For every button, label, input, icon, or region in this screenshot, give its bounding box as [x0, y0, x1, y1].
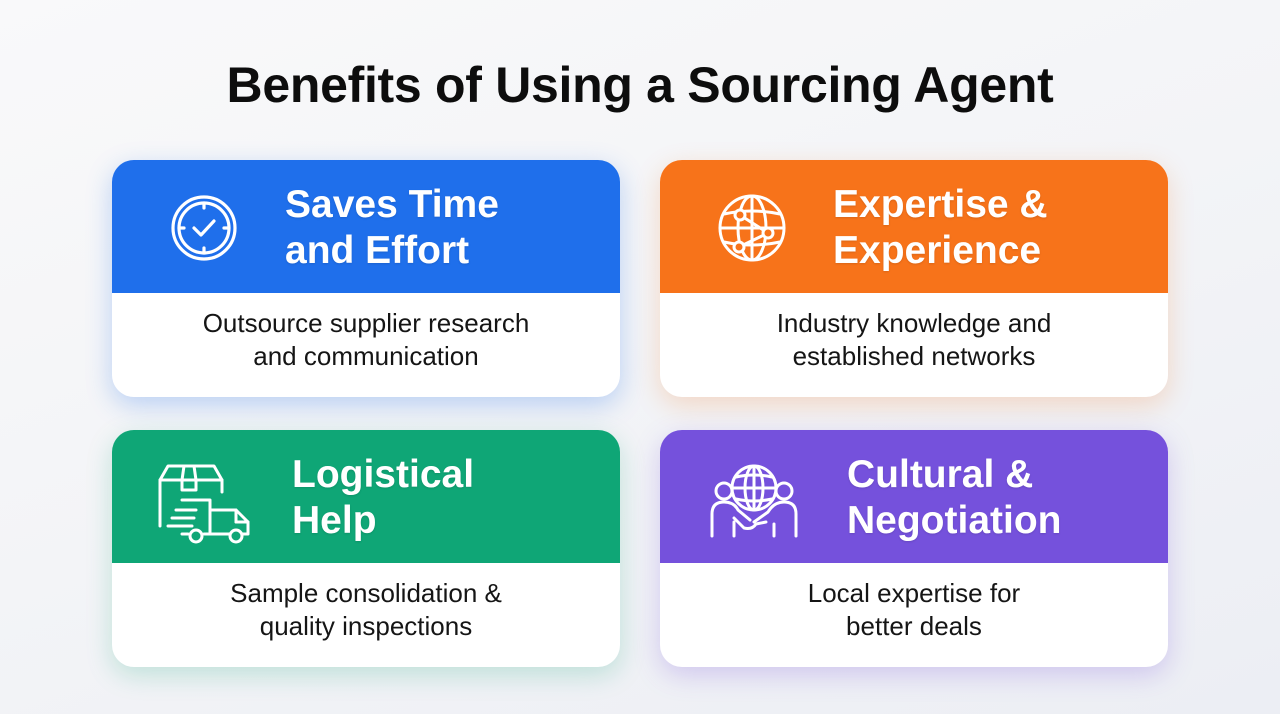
card-body: Sample consolidation & quality inspectio… [112, 563, 620, 667]
card-body: Outsource supplier research and communic… [112, 293, 620, 397]
card-header: Expertise & Experience [660, 160, 1168, 293]
globe-network-icon [704, 178, 804, 278]
benefit-card-saves-time: Saves Time and Effort Outsource supplier… [112, 160, 620, 397]
card-description: Local expertise for better deals [807, 578, 1021, 641]
benefit-card-expertise: Expertise & Experience Industry knowledg… [660, 160, 1168, 397]
card-heading: Cultural & Negotiation [847, 453, 1062, 542]
card-header: Cultural & Negotiation [660, 430, 1168, 563]
page-title: Benefits of Using a Sourcing Agent [226, 57, 1054, 113]
card-body: Local expertise for better deals [660, 563, 1168, 667]
card-description: Industry knowledge and established netwo… [776, 308, 1052, 371]
card-heading: Expertise & Experience [833, 183, 1048, 272]
card-body: Industry knowledge and established netwo… [660, 293, 1168, 397]
handshake-globe-icon [704, 448, 804, 548]
box-truck-icon [152, 448, 262, 548]
card-header: Saves Time and Effort [112, 160, 620, 293]
clock-check-icon [156, 178, 256, 278]
card-header: Logistical Help [112, 430, 620, 563]
card-description: Sample consolidation & quality inspectio… [230, 578, 502, 641]
card-heading: Saves Time and Effort [285, 183, 499, 272]
benefit-card-logistical-help: Logistical Help Sample consolidation & q… [112, 430, 620, 667]
card-description: Outsource supplier research and communic… [202, 308, 530, 371]
benefit-card-cultural-negotiation: Cultural & Negotiation Local expertise f… [660, 430, 1168, 667]
card-heading: Logistical Help [292, 453, 475, 542]
